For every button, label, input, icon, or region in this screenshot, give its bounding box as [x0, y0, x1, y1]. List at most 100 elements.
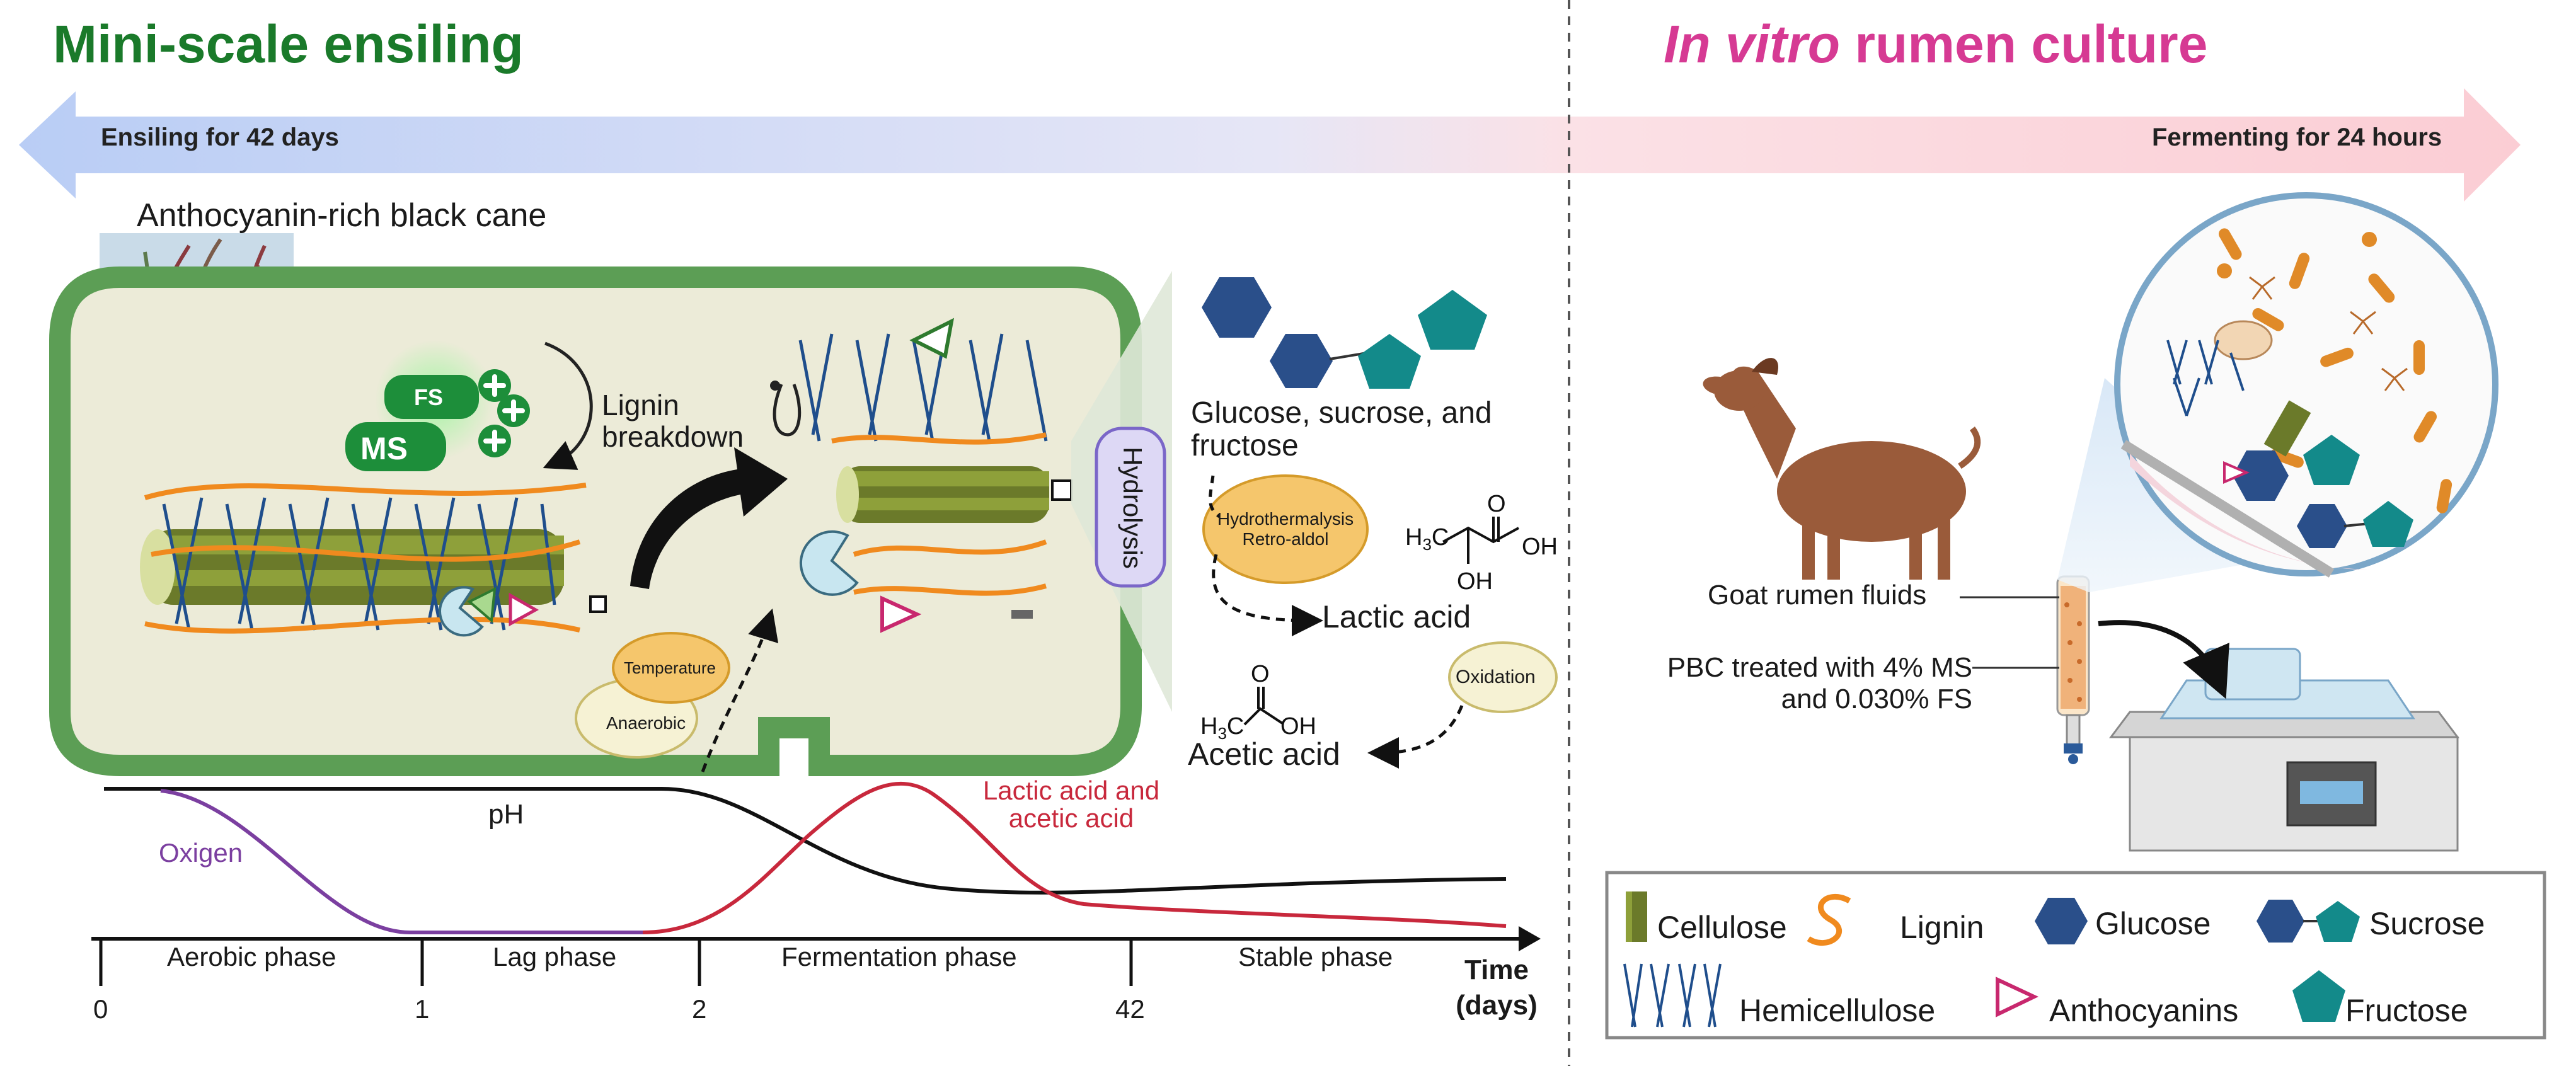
- oxygen-label: Oxigen: [159, 838, 243, 868]
- ph-label: pH: [488, 799, 524, 830]
- legend-lignin-icon: [1807, 893, 1851, 946]
- hydrothermalysis-ellipse: [1202, 474, 1369, 584]
- legend-lignin-label: Lignin: [1900, 910, 1984, 945]
- anthocyanin-left-icon: [509, 592, 539, 627]
- enzyme-right-icon: [799, 530, 859, 596]
- legend-cellulose-label: Cellulose: [1657, 910, 1787, 945]
- right-fiber-bundle: [770, 333, 1049, 596]
- legend-glucose-icon: [2035, 898, 2088, 944]
- enzyme-left-icon: [439, 586, 484, 637]
- ensiling-duration-label: Ensiling for 42 days: [101, 123, 339, 151]
- acids-label-line1: Lactic acid and: [982, 776, 1160, 805]
- tick-42: 42: [1115, 994, 1145, 1024]
- lactic-o-label: O: [1487, 491, 1506, 517]
- lignin-breakdown-label: Lignin breakdown: [602, 389, 744, 452]
- lactic-h3c-label: H3C: [1405, 524, 1449, 554]
- hydrothermalysis-line1: Hydrothermalysis: [1217, 509, 1354, 529]
- oxidation-arrow: [1367, 705, 1464, 769]
- hydrothermalysis-line2: Retro-aldol: [1242, 529, 1329, 549]
- anaerobic-label: Anaerobic: [606, 713, 686, 733]
- oxidation-label: Oxidation: [1456, 667, 1536, 687]
- goat-illustration: [1703, 358, 1981, 580]
- silo-container: [49, 266, 1142, 776]
- fructose-pentagon-1: [1358, 334, 1421, 389]
- acetic-oh-label: OH: [1280, 713, 1316, 740]
- acids-label: Lactic acid and acetic acid: [945, 777, 1197, 832]
- legend-fructose-label: Fructose: [2345, 993, 2468, 1028]
- axis-ticks: [99, 939, 1133, 986]
- legend-sucrose-glucose-icon: [2257, 900, 2304, 943]
- lignin-fragment-icon: [1011, 610, 1033, 619]
- phase-lag: Lag phase: [493, 942, 617, 971]
- phase-fermentation: Fermentation phase: [781, 942, 1017, 971]
- acids-label-line2: acetic acid: [1008, 803, 1134, 833]
- hydrolysis-box: [1095, 427, 1166, 588]
- title-in-vitro: In vitro: [1664, 14, 1841, 74]
- tick-0: 0: [93, 994, 108, 1024]
- magnified-rumen-view: [2114, 192, 2498, 578]
- zoom-box-right: [1051, 479, 1072, 501]
- time-axis-label: Time (days): [1449, 953, 1544, 1023]
- legend-anthocyanins-label: Anthocyanins: [2049, 993, 2239, 1028]
- lignin-breakdown-line2: breakdown: [602, 420, 744, 453]
- legend-cellulose-icon: [1626, 891, 1647, 942]
- sugars-label-line1: Glucose, sucrose, and: [1191, 396, 1492, 430]
- title-mini-scale-ensiling: Mini-scale ensiling: [53, 14, 524, 74]
- acetic-acid-structure: [1243, 687, 1284, 726]
- hydrolysis-label: Hydrolysis: [1118, 447, 1147, 569]
- sugars-label-line2: fructose: [1191, 429, 1299, 462]
- left-fiber-bundle: [140, 483, 587, 634]
- sugars-to-hydro-arrow: [1209, 475, 1221, 518]
- fermenting-duration-label: Fermenting for 24 hours: [2152, 123, 2442, 151]
- acetic-acid-label: Acetic acid: [1188, 736, 1340, 772]
- glucose-hexagon-2: [1270, 334, 1333, 388]
- glucose-hexagon-1: [1202, 277, 1272, 338]
- phase-aerobic: Aerobic phase: [167, 942, 336, 971]
- title-in-vitro-rumen-culture: In vitro rumen culture: [1664, 14, 2207, 75]
- pbc-label-line2: and 0.030% FS: [1781, 684, 1972, 714]
- lactic-oh-label: OH: [1522, 534, 1558, 560]
- timeline-arrow: [19, 88, 2521, 202]
- time-axis-arrowhead: [1519, 926, 1541, 951]
- cycle-arrow-icon: [543, 341, 593, 470]
- fructose-pentagon-2: [1418, 290, 1487, 350]
- fs-badge-label: FS: [414, 384, 444, 410]
- ms-badge: [345, 422, 446, 471]
- goat-fluids-label: Goat rumen fluids: [1708, 580, 1927, 610]
- hydrothermalysis-label: Hydrothermalysis Retro-aldol: [1210, 509, 1361, 549]
- legend-fructose-icon: [2292, 970, 2345, 1022]
- time-axis-label-line2: (days): [1456, 990, 1538, 1021]
- temperature-ellipse: [612, 632, 730, 704]
- legend-sucrose-label: Sucrose: [2369, 906, 2485, 941]
- oxygen-curve: [160, 789, 643, 934]
- lactic-acid-structure: [1442, 517, 1519, 564]
- acetic-o-label: O: [1251, 661, 1270, 687]
- legend-hemicellulose-label: Hemicellulose: [1739, 993, 1936, 1028]
- cane-label: Anthocyanin-rich black cane: [137, 197, 547, 234]
- phase-stable: Stable phase: [1238, 942, 1393, 971]
- zoom-box-left: [589, 595, 607, 613]
- anthocyanin-green-left-icon: [467, 587, 497, 624]
- ph-curve: [104, 787, 1507, 895]
- lactic-acid-label: Lactic acid: [1322, 599, 1471, 634]
- time-axis-label-line1: Time: [1464, 954, 1529, 985]
- legend-glucose-label: Glucose: [2095, 906, 2211, 941]
- tick-2: 2: [692, 994, 707, 1024]
- lignin-breakdown-arrow: [630, 447, 788, 589]
- legend-anthocyanins-icon: [1996, 977, 2039, 1017]
- lignin-breakdown-line1: Lignin: [602, 389, 679, 421]
- title-rumen-culture: rumen culture: [1840, 14, 2208, 74]
- oxidation-ellipse: [1448, 641, 1558, 713]
- ms-badge-label: MS: [360, 431, 408, 466]
- legend-hemicellulose-icon: [1623, 963, 1722, 1028]
- incubator-bath: [2109, 648, 2459, 852]
- pbc-label: PBC treated with 4% MS and 0.030% FS: [1623, 652, 1972, 715]
- tick-1: 1: [415, 994, 430, 1024]
- lactic-oh2-label: OH: [1457, 568, 1493, 595]
- anthocyanin-top-icon: [909, 318, 955, 359]
- temperature-label: Temperature: [624, 658, 716, 677]
- fs-badge: [384, 375, 479, 419]
- acid-curve: [642, 782, 1507, 934]
- column-to-incubator-arrow: [2098, 620, 2229, 699]
